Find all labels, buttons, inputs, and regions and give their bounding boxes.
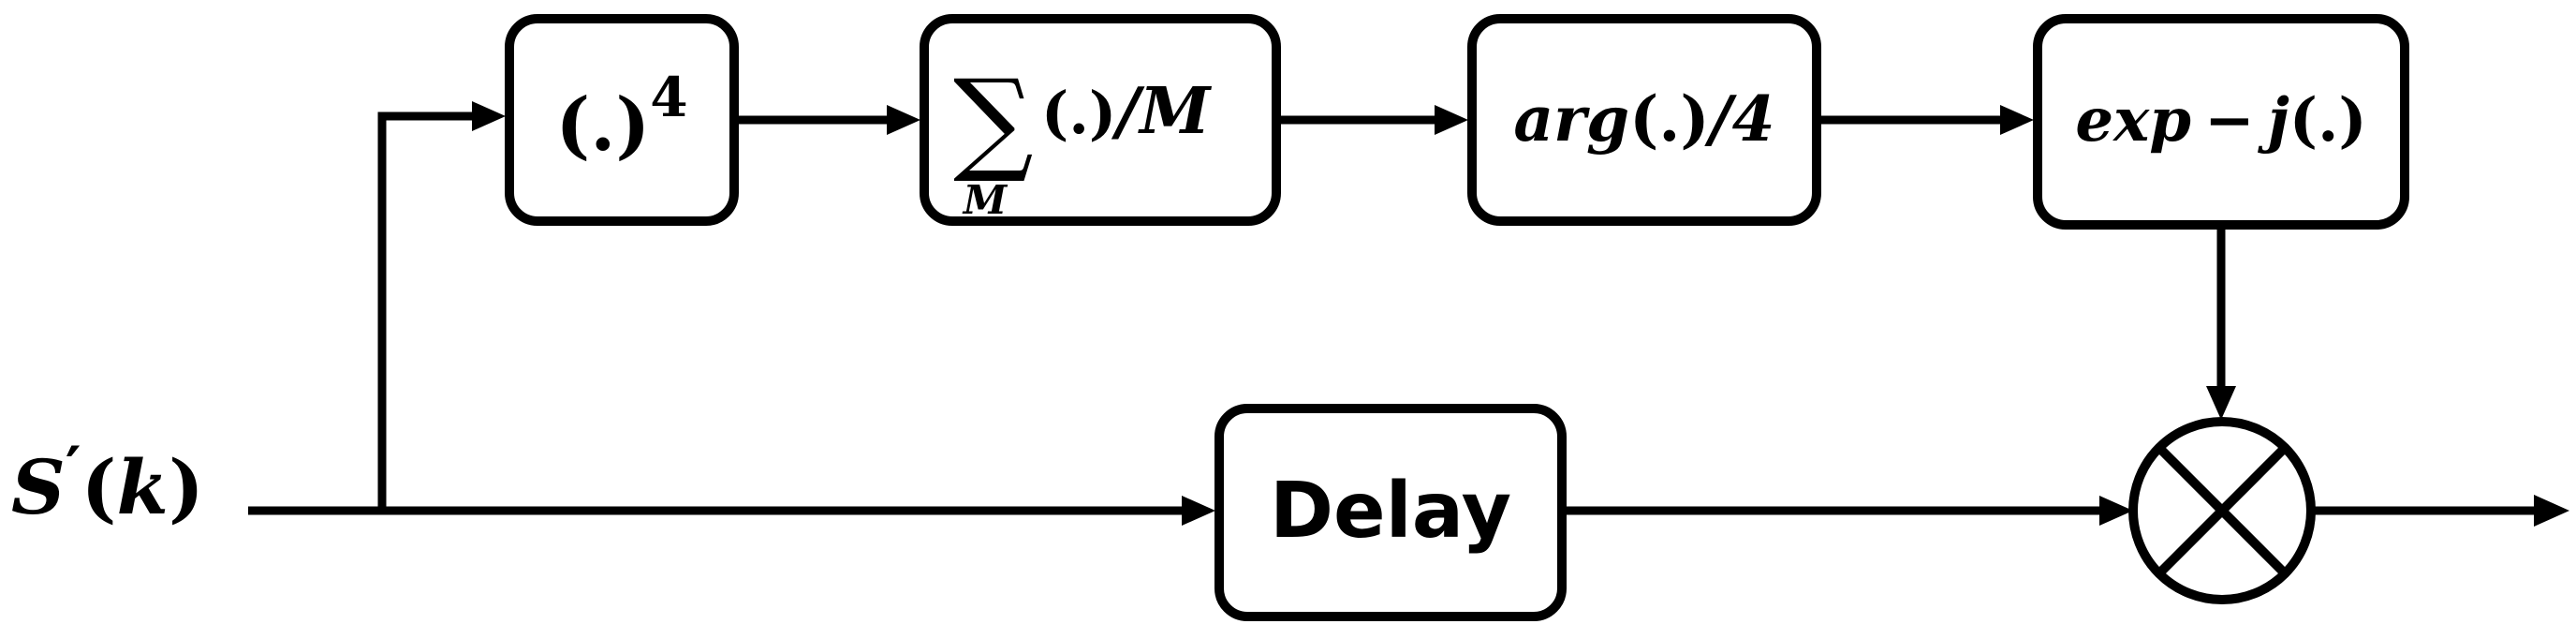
arg-operand: (.) (1629, 82, 1709, 156)
input-label-prime: ′ (66, 434, 81, 504)
power-block: (.)4 (505, 14, 739, 226)
arg-divisor: /4 (1704, 82, 1775, 156)
arg-func: arg (1513, 82, 1629, 156)
arrowhead-into-multiplier-left (2099, 496, 2133, 526)
svg-text:(.)4: (.)4 (555, 66, 687, 168)
delay-label: Delay (1270, 467, 1511, 556)
delay-block: Delay (1214, 404, 1567, 621)
arrowhead-into-delay (1182, 496, 1215, 526)
arg-block: arg(.)/4 (1467, 14, 1821, 226)
sum-block: ∑ M (.)/M (920, 14, 1281, 226)
exp-block: exp−j(.) (2033, 14, 2409, 230)
sum-divisor: /M (1111, 74, 1212, 149)
input-label-var: k (117, 443, 169, 531)
arrowhead-into-sum (887, 105, 920, 135)
input-label-base: S (11, 443, 66, 531)
svg-text:(.)/M: (.)/M (1041, 74, 1212, 149)
arrowhead-into-multiplier-top (2206, 386, 2236, 420)
wire-branch-to-power (377, 111, 479, 511)
exp-operand: (.) (2289, 85, 2367, 156)
svg-text:S′(k): S′(k) (11, 434, 204, 531)
input-label-open: ( (81, 443, 117, 531)
multiplier-node (2128, 417, 2316, 604)
arrowhead-into-power (472, 101, 506, 131)
sum-operand: (.) (1041, 79, 1116, 147)
input-label-close: ) (169, 443, 204, 531)
exp-func: exp (2075, 85, 2191, 156)
svg-text:exp−j(.): exp−j(.) (2075, 85, 2366, 156)
exp-minus: − (2204, 85, 2255, 156)
arrowhead-output (2534, 495, 2569, 527)
svg-text:arg(.)/4: arg(.)/4 (1513, 82, 1774, 156)
multiply-cross-icon (2156, 444, 2289, 577)
sum-symbol: ∑ (953, 56, 1034, 186)
power-block-base: (.) (555, 82, 650, 168)
power-block-exponent: 4 (650, 66, 687, 129)
arrowhead-into-arg (1435, 105, 1468, 135)
input-signal-label: S′(k) (11, 434, 204, 531)
arrowhead-into-exp (2000, 105, 2034, 135)
sum-subscript: M (962, 177, 1008, 223)
